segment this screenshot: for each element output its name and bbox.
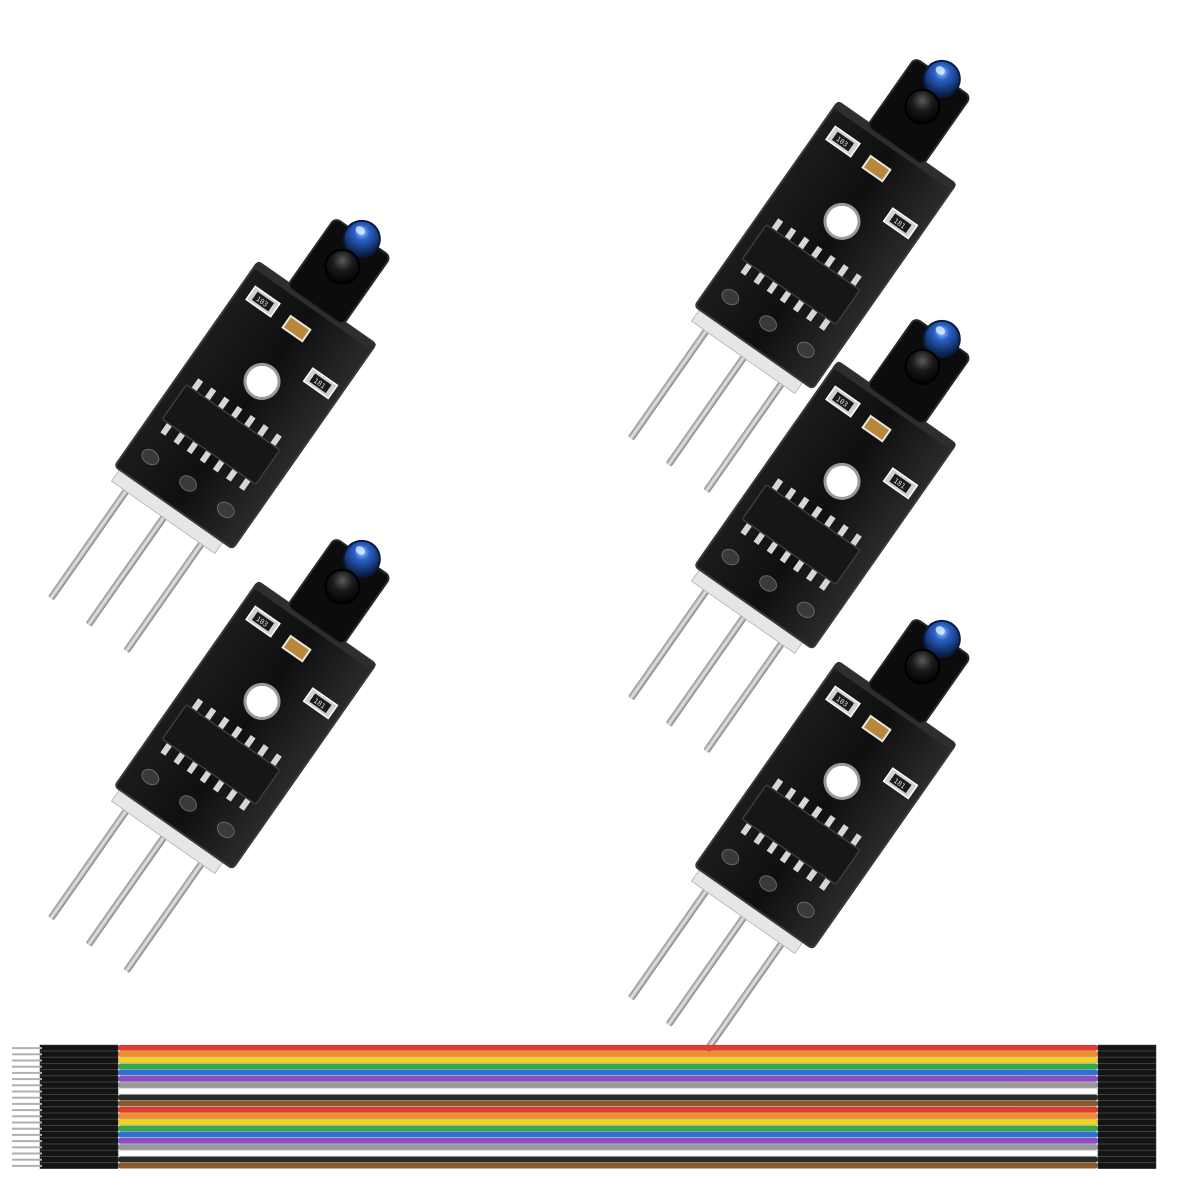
- dupont-connector: [39, 1106, 119, 1114]
- header-pin: [12, 1065, 42, 1068]
- dupont-connector: [1097, 1075, 1157, 1083]
- header-pin: [12, 1164, 42, 1167]
- dupont-connector: [39, 1044, 119, 1052]
- dupont-connector: [39, 1125, 119, 1132]
- dupont-connector: [39, 1100, 119, 1107]
- dupont-connector: [1097, 1050, 1157, 1058]
- jumper-wire: [117, 1081, 1099, 1089]
- header-pin: [12, 1053, 42, 1056]
- dupont-connector: [39, 1050, 119, 1058]
- header-pin: [12, 1158, 42, 1161]
- dupont-connector: [39, 1150, 119, 1157]
- dupont-connector: [39, 1143, 119, 1151]
- header-pin: [12, 1047, 42, 1050]
- jumper-wire: [117, 1069, 1099, 1076]
- dupont-connector: [1097, 1081, 1157, 1089]
- header-pin: [12, 1102, 42, 1105]
- header-pin: [12, 1078, 42, 1081]
- dupont-connector: [1097, 1119, 1157, 1126]
- dupont-connector: [1097, 1069, 1157, 1076]
- jumper-wire: [117, 1100, 1099, 1107]
- dupont-connector: [1097, 1063, 1157, 1070]
- jumper-wire: [117, 1106, 1099, 1113]
- dupont-connector: [39, 1057, 119, 1064]
- jumper-cable: [12, 1044, 1157, 1169]
- jumper-wire: [117, 1125, 1099, 1132]
- dupont-connector: [39, 1156, 119, 1163]
- jumper-wire: [117, 1088, 1099, 1095]
- header-pin: [12, 1059, 42, 1062]
- header-pin: [12, 1109, 42, 1112]
- header-pin: [12, 1084, 42, 1087]
- dupont-connector: [39, 1131, 119, 1138]
- dupont-connector: [39, 1075, 119, 1083]
- header-pin: [12, 1090, 42, 1093]
- dupont-connector: [1097, 1100, 1157, 1107]
- header-pin: [12, 1140, 42, 1143]
- dupont-connector: [1097, 1156, 1157, 1163]
- jumper-wire: [117, 1156, 1099, 1163]
- dupont-connector: [1097, 1143, 1157, 1151]
- dupont-connector: [1097, 1094, 1157, 1101]
- jumper-wire: [117, 1112, 1099, 1120]
- header-pin: [12, 1071, 42, 1074]
- jumper-wire: [117, 1143, 1099, 1151]
- dupont-connector: [39, 1119, 119, 1126]
- dupont-connector: [39, 1094, 119, 1101]
- dupont-connector: [1097, 1044, 1157, 1052]
- header-pin: [12, 1133, 42, 1136]
- dupont-connector: [1097, 1088, 1157, 1095]
- dupont-connector: [1097, 1137, 1157, 1145]
- dupont-connector: [39, 1063, 119, 1070]
- header-pin: [12, 1127, 42, 1130]
- jumper-wire: [117, 1119, 1099, 1126]
- jumper-wire: [117, 1063, 1099, 1070]
- dupont-connector: [1097, 1162, 1157, 1169]
- jumper-wire: [117, 1057, 1099, 1064]
- dupont-connector: [1097, 1106, 1157, 1114]
- dupont-connector: [1097, 1131, 1157, 1138]
- jumper-wire: [117, 1094, 1099, 1101]
- jumper-wire: [117, 1150, 1099, 1157]
- dupont-connector: [39, 1112, 119, 1120]
- dupont-connector: [39, 1081, 119, 1089]
- header-pin: [12, 1096, 42, 1099]
- jumper-wire: [117, 1137, 1099, 1144]
- dupont-connector: [39, 1137, 119, 1145]
- jumper-wire: [117, 1075, 1099, 1082]
- header-pin: [12, 1146, 42, 1149]
- dupont-connector: [1097, 1057, 1157, 1064]
- dupont-connector: [39, 1088, 119, 1095]
- jumper-wire: [117, 1131, 1099, 1138]
- jumper-wire: [117, 1050, 1099, 1058]
- jumper-wire: [117, 1162, 1099, 1169]
- dupont-connector: [1097, 1112, 1157, 1120]
- dupont-connector: [1097, 1125, 1157, 1132]
- header-pin: [12, 1152, 42, 1155]
- header-pin: [12, 1115, 42, 1118]
- dupont-connector: [39, 1162, 119, 1169]
- jumper-wire: [117, 1044, 1099, 1051]
- dupont-connector: [39, 1069, 119, 1076]
- dupont-connector: [1097, 1150, 1157, 1157]
- header-pin: [12, 1121, 42, 1124]
